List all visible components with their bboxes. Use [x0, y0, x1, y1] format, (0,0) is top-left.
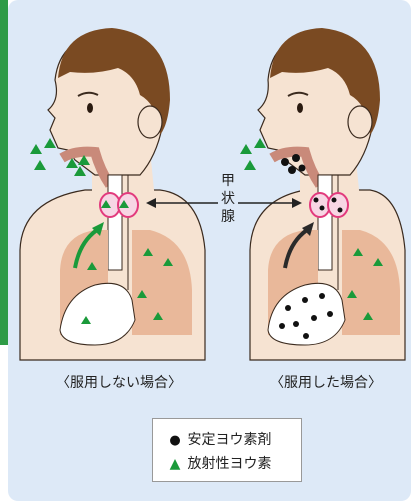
figure-left [20, 28, 205, 360]
legend-item-stable-iodine: ● 安定ヨウ素剤 [167, 429, 271, 449]
eye-right [297, 103, 303, 113]
legend-label-stable-iodine: 安定ヨウ素剤 [187, 432, 271, 448]
ear-left [138, 106, 162, 138]
trachea-left [108, 175, 122, 270]
eye-left [87, 103, 93, 113]
ear-right [348, 106, 372, 138]
legend-label-radioactive-iodine: 放射性ヨウ素 [187, 456, 271, 472]
legend: ● 安定ヨウ素剤 ▲ 放射性ヨウ素 [152, 418, 302, 482]
thyroid-label: 甲 状 腺 [218, 172, 238, 226]
thyroid-right-b [328, 193, 348, 217]
trachea-right [318, 175, 332, 270]
triangle-icon: ▲ [167, 456, 183, 472]
caption-without-tablets: 〈服用しない場合〉 [56, 372, 182, 392]
legend-item-radioactive-iodine: ▲ 放射性ヨウ素 [167, 453, 271, 473]
thyroid-char-2: 状 [218, 190, 238, 208]
thyroid-char-3: 腺 [218, 208, 238, 226]
thyroid-char-1: 甲 [218, 172, 238, 190]
figure-right [240, 28, 405, 360]
caption-with-tablets: 〈服用した場合〉 [270, 372, 382, 392]
dot-icon: ● [167, 433, 183, 448]
